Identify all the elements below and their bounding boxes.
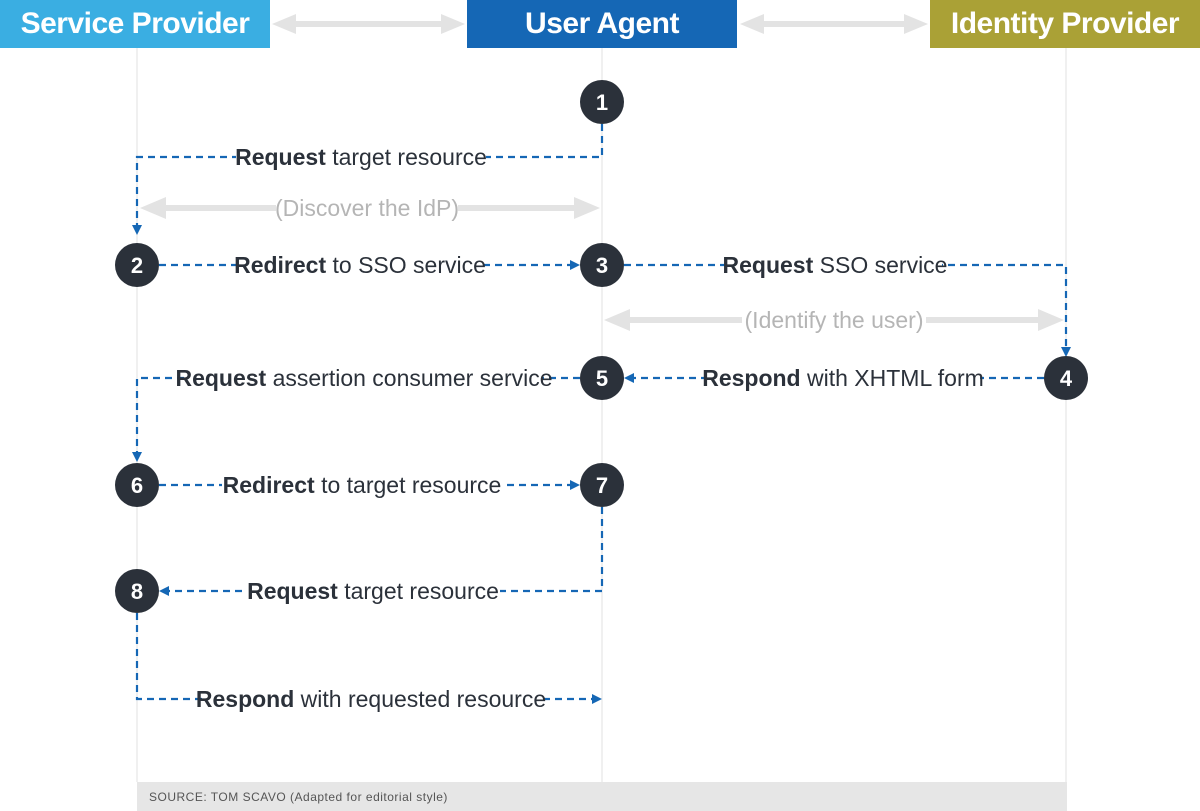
message-label-4: Respond with XHTML form: [702, 365, 984, 391]
header-user-agent: User Agent: [467, 0, 737, 48]
identify-arrow-head-left: [604, 309, 630, 331]
arrow-m8: [135, 613, 602, 704]
step-3: 3: [580, 243, 624, 287]
step-2: 2: [115, 243, 159, 287]
note-discover-idp: (Discover the IdP): [275, 195, 459, 221]
note-labels: (Discover the IdP) (Identify the user): [275, 193, 926, 335]
message-label-8: Respond with requested resource: [196, 686, 546, 712]
discover-arrow-head-left: [140, 197, 166, 219]
message-label-5: Request assertion consumer service: [175, 365, 552, 391]
connector-ua-idp-head-right: [904, 14, 928, 34]
step-8: 8: [115, 569, 159, 613]
message-label-7: Request target resource: [247, 578, 499, 604]
step-7-number: 7: [596, 473, 608, 498]
step-1-number: 1: [596, 90, 608, 115]
identify-arrow-head-right: [1038, 309, 1064, 331]
step-1: 1: [580, 80, 624, 124]
message-label-6: Redirect to target resource: [223, 472, 502, 498]
step-7: 7: [580, 463, 624, 507]
note-identify-user: (Identify the user): [745, 307, 924, 333]
connector-ua-idp-head-left: [740, 14, 764, 34]
header-connectors: [272, 14, 928, 34]
discover-arrow-head-right: [574, 197, 600, 219]
step-5-number: 5: [596, 366, 608, 391]
connector-sp-ua-head-left: [272, 14, 296, 34]
step-6: 6: [115, 463, 159, 507]
connector-sp-ua-head-right: [441, 14, 465, 34]
step-3-number: 3: [596, 253, 608, 278]
header-service-provider: Service Provider: [0, 0, 270, 48]
step-6-number: 6: [131, 473, 143, 498]
message-label-2: Redirect to SSO service: [234, 252, 486, 278]
message-label-1: Request target resource: [235, 144, 487, 170]
source-footer: SOURCE: TOM SCAVO (Adapted for editorial…: [137, 782, 1067, 811]
message-label-3: Request SSO service: [723, 252, 948, 278]
step-4-number: 4: [1060, 366, 1073, 391]
step-8-number: 8: [131, 579, 143, 604]
step-5: 5: [580, 356, 624, 400]
message-labels: Request target resource Redirect to SSO …: [175, 142, 984, 714]
header-identity-provider: Identity Provider: [930, 0, 1200, 48]
step-2-number: 2: [131, 253, 143, 278]
step-circles: 1 2 3 4 5 6 7 8: [115, 80, 1088, 613]
step-4: 4: [1044, 356, 1088, 400]
